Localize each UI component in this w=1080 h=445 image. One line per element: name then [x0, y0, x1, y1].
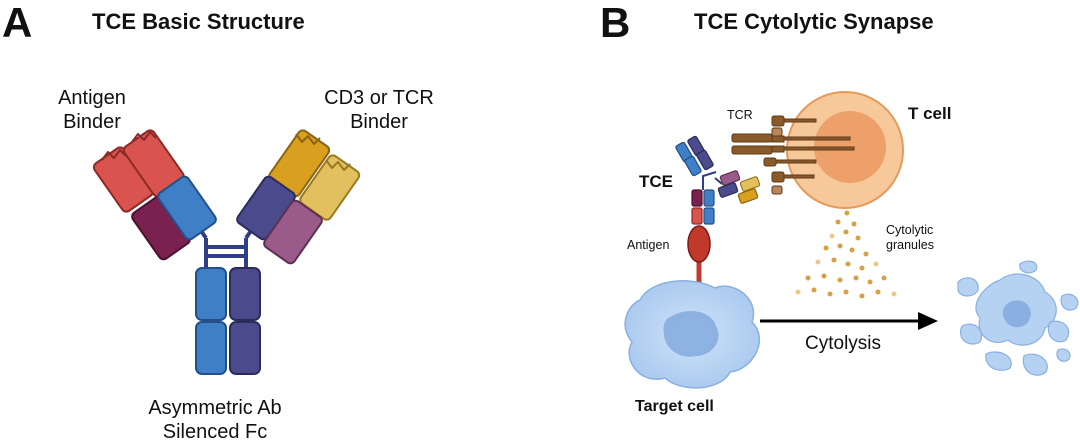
tce-fc-left-upper	[691, 189, 703, 207]
tce-fc-right-lower	[703, 207, 715, 225]
t-cell-label: T cell	[908, 104, 952, 123]
panel-a-title: TCE Basic Structure	[92, 9, 305, 34]
target-cell-label: Target cell	[635, 398, 714, 415]
antigen-binder-label: Antigen Binder	[44, 86, 140, 134]
cytolysis-arrow	[760, 312, 938, 330]
lysed-cell	[957, 260, 1079, 376]
asymmetric-ab-label-line2: Silenced Fc	[162, 421, 268, 443]
tce-fc-right-upper	[703, 189, 715, 207]
cytolytic-granules-line1: Cytolytic	[886, 223, 934, 237]
panel-b-title: TCE Cytolytic Synapse	[694, 9, 934, 34]
cytolytic-granules	[795, 210, 897, 299]
fc-left-lower	[195, 321, 227, 375]
tce-fc-left-lower	[691, 207, 703, 225]
tce-label: TCE	[639, 172, 673, 191]
fc-left-upper	[195, 267, 227, 321]
antigen-binder-label-line2: Binder	[63, 111, 121, 133]
asymmetric-ab-label: Asymmetric Ab Silenced Fc	[140, 396, 290, 444]
fc-right-lower	[229, 321, 261, 375]
tcr-label: TCR	[727, 108, 753, 122]
cytolysis-label: Cytolysis	[805, 333, 882, 354]
antigen-binder-fab	[92, 129, 217, 261]
fab-left-inner-constant	[157, 175, 217, 241]
cd3-binder-label-line1: CD3 or TCR	[324, 87, 434, 109]
cytolytic-granules-line2: granules	[886, 238, 934, 252]
cd3-binder-label: CD3 or TCR Binder	[314, 86, 444, 134]
tcr-receptors	[731, 115, 855, 195]
panel-b-letter: B	[600, 0, 631, 46]
fab-right-outer-constant	[263, 199, 323, 265]
cd3-binder-label-line2: Binder	[350, 111, 408, 133]
panel-a-letter: A	[2, 0, 33, 46]
fc-right-upper	[229, 267, 261, 321]
asymmetric-ab-label-line1: Asymmetric Ab	[148, 397, 282, 419]
antigen-label: Antigen	[627, 238, 670, 252]
target-cell-nucleus	[663, 311, 719, 357]
cd3-binder-fab	[236, 129, 361, 265]
target-cell	[624, 280, 761, 389]
antigen-binder-label-line1: Antigen	[58, 87, 126, 109]
cytolytic-granules-label: Cytolytic granules	[886, 223, 934, 253]
tce-molecule	[675, 135, 761, 225]
antibody-diagram	[92, 129, 361, 375]
